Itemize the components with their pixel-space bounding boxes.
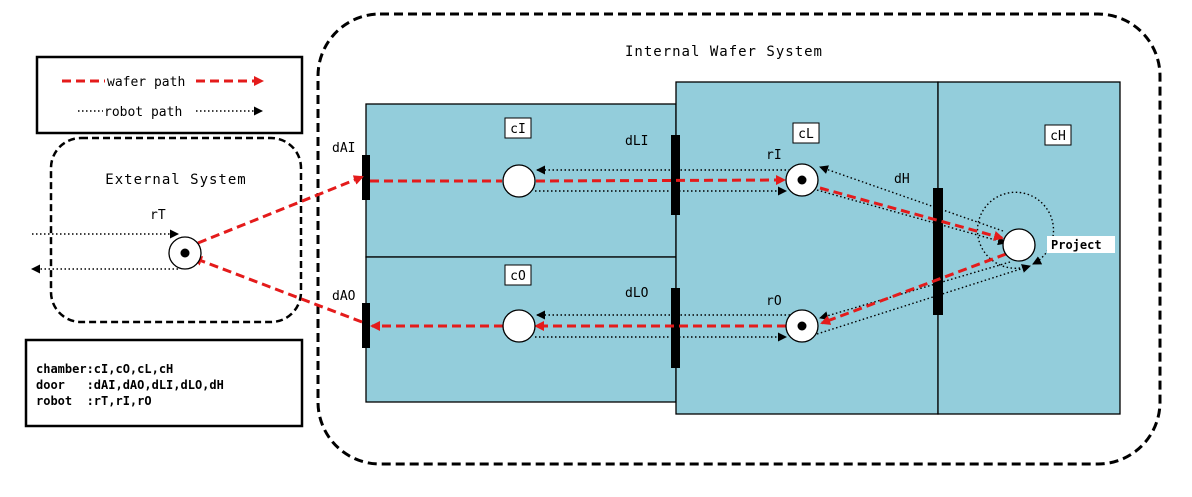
wafer-paths — [192, 175, 1007, 331]
robot-label-rT: rT — [150, 208, 166, 223]
legend-robot-label: robot path — [104, 105, 182, 120]
internal-system-title: Internal Wafer System — [625, 44, 823, 60]
door-dAO — [362, 303, 370, 348]
token-rO — [797, 321, 807, 331]
door-dAI — [362, 155, 370, 200]
chamber-label-box-cL — [792, 122, 820, 144]
chamber-label-box-cH — [1044, 124, 1072, 146]
key-door: door :dAI,dAO,dLI,dLO,dH — [36, 378, 224, 392]
chamber-label-cI: cI — [510, 122, 526, 137]
chamber-label-cL: cL — [798, 127, 814, 142]
place-project — [1002, 228, 1036, 262]
wafer-path-rI-to-project — [819, 186, 1004, 241]
token-rT — [180, 248, 190, 258]
place-cI — [502, 164, 536, 198]
door-label-dAO: dAO — [332, 289, 356, 304]
project-label-box — [1047, 236, 1115, 253]
external-system-boundary — [49, 136, 303, 324]
chamber-label-cO: cO — [510, 269, 526, 284]
robot-label-rI: rI — [766, 148, 782, 163]
chamber-label-box-cO — [504, 264, 532, 286]
place-cO — [502, 309, 536, 343]
door-label-dLI: dLI — [625, 134, 648, 149]
door-dH — [933, 188, 943, 315]
key-robot: robot :rT,rI,rO — [36, 394, 152, 408]
robot-label-rO: rO — [766, 294, 782, 309]
key-chamber: chamber:cI,cO,cL,cH — [36, 362, 173, 376]
robot-path-project-to-rO — [819, 261, 1011, 321]
chamber-label-box-cI — [504, 117, 532, 139]
door-dLO — [671, 288, 680, 368]
internal-system-boundary — [316, 12, 1162, 466]
wafer-path-rT-to-dAI — [197, 175, 364, 245]
door-label-dAI: dAI — [332, 141, 355, 156]
robot-path-rI-to-project — [816, 189, 1007, 246]
chamber-label-cH: cH — [1050, 129, 1066, 144]
robot-paths — [31, 165, 1055, 342]
key-box — [24, 338, 304, 428]
project-label: Project — [1051, 238, 1102, 252]
robot-path-project-loop — [976, 191, 1055, 269]
token-rI — [797, 175, 807, 185]
door-label-dLO: dLO — [625, 286, 649, 301]
wafer-path-dAO-to-rT — [192, 256, 363, 324]
wafer-path-project-to-rO — [820, 252, 1007, 325]
external-system-title: External System — [105, 172, 246, 188]
robot-path-project-to-rI — [819, 165, 1004, 232]
legend-box — [35, 55, 304, 135]
door-label-dH: dH — [894, 172, 910, 187]
robot-path-rO-to-project — [816, 264, 1031, 335]
legend-wafer-label: wafer path — [107, 75, 185, 90]
door-dLI — [671, 135, 680, 215]
